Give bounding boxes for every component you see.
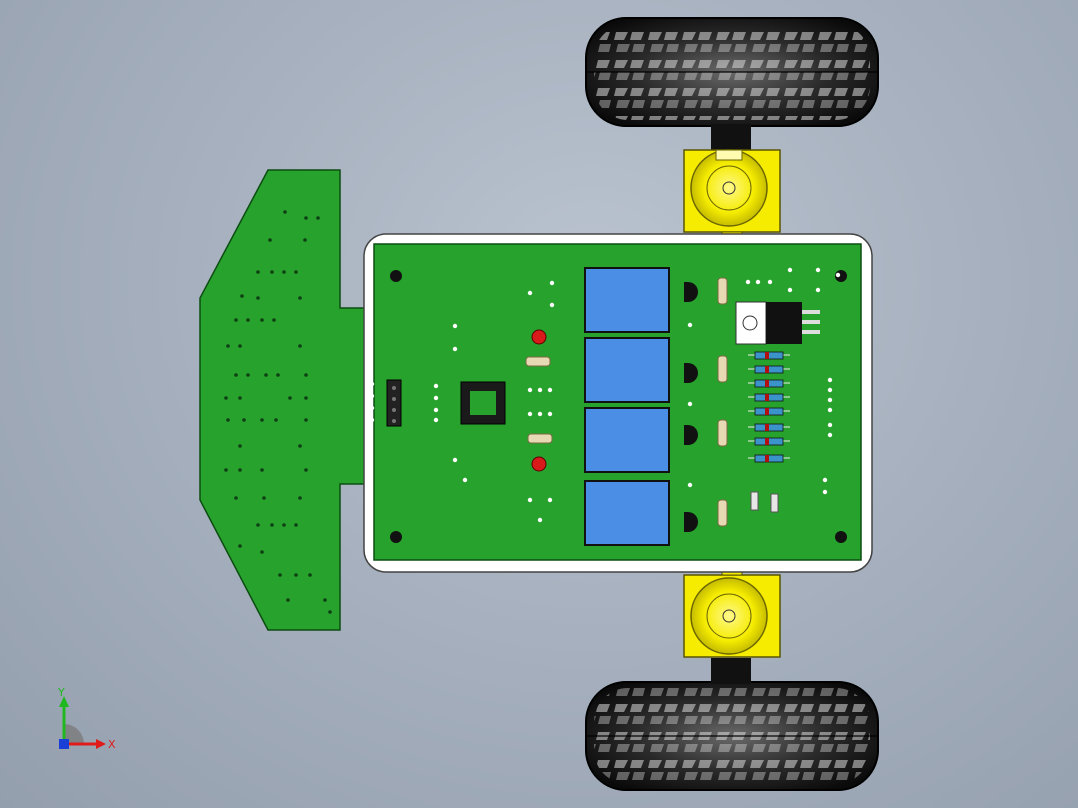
sensor-board[interactable] bbox=[199, 169, 376, 631]
x-axis-arrow-icon bbox=[64, 739, 106, 749]
orientation-triad[interactable]: Y X bbox=[40, 680, 130, 760]
motor-top[interactable] bbox=[683, 149, 781, 247]
relay-2[interactable] bbox=[584, 337, 670, 403]
motor-bottom[interactable] bbox=[683, 560, 781, 658]
y-axis-label: Y bbox=[57, 686, 65, 699]
y-axis-arrow-icon bbox=[59, 696, 69, 744]
x-axis-label: X bbox=[108, 738, 116, 751]
axle-bottom bbox=[711, 658, 751, 684]
relay-4[interactable] bbox=[584, 480, 670, 546]
axle-top bbox=[711, 124, 751, 150]
wheel-top[interactable] bbox=[585, 17, 879, 127]
z-axis-origin-icon bbox=[59, 739, 69, 749]
relay-1[interactable] bbox=[584, 267, 670, 333]
relay-3[interactable] bbox=[584, 407, 670, 473]
wheel-bottom[interactable] bbox=[585, 681, 879, 791]
